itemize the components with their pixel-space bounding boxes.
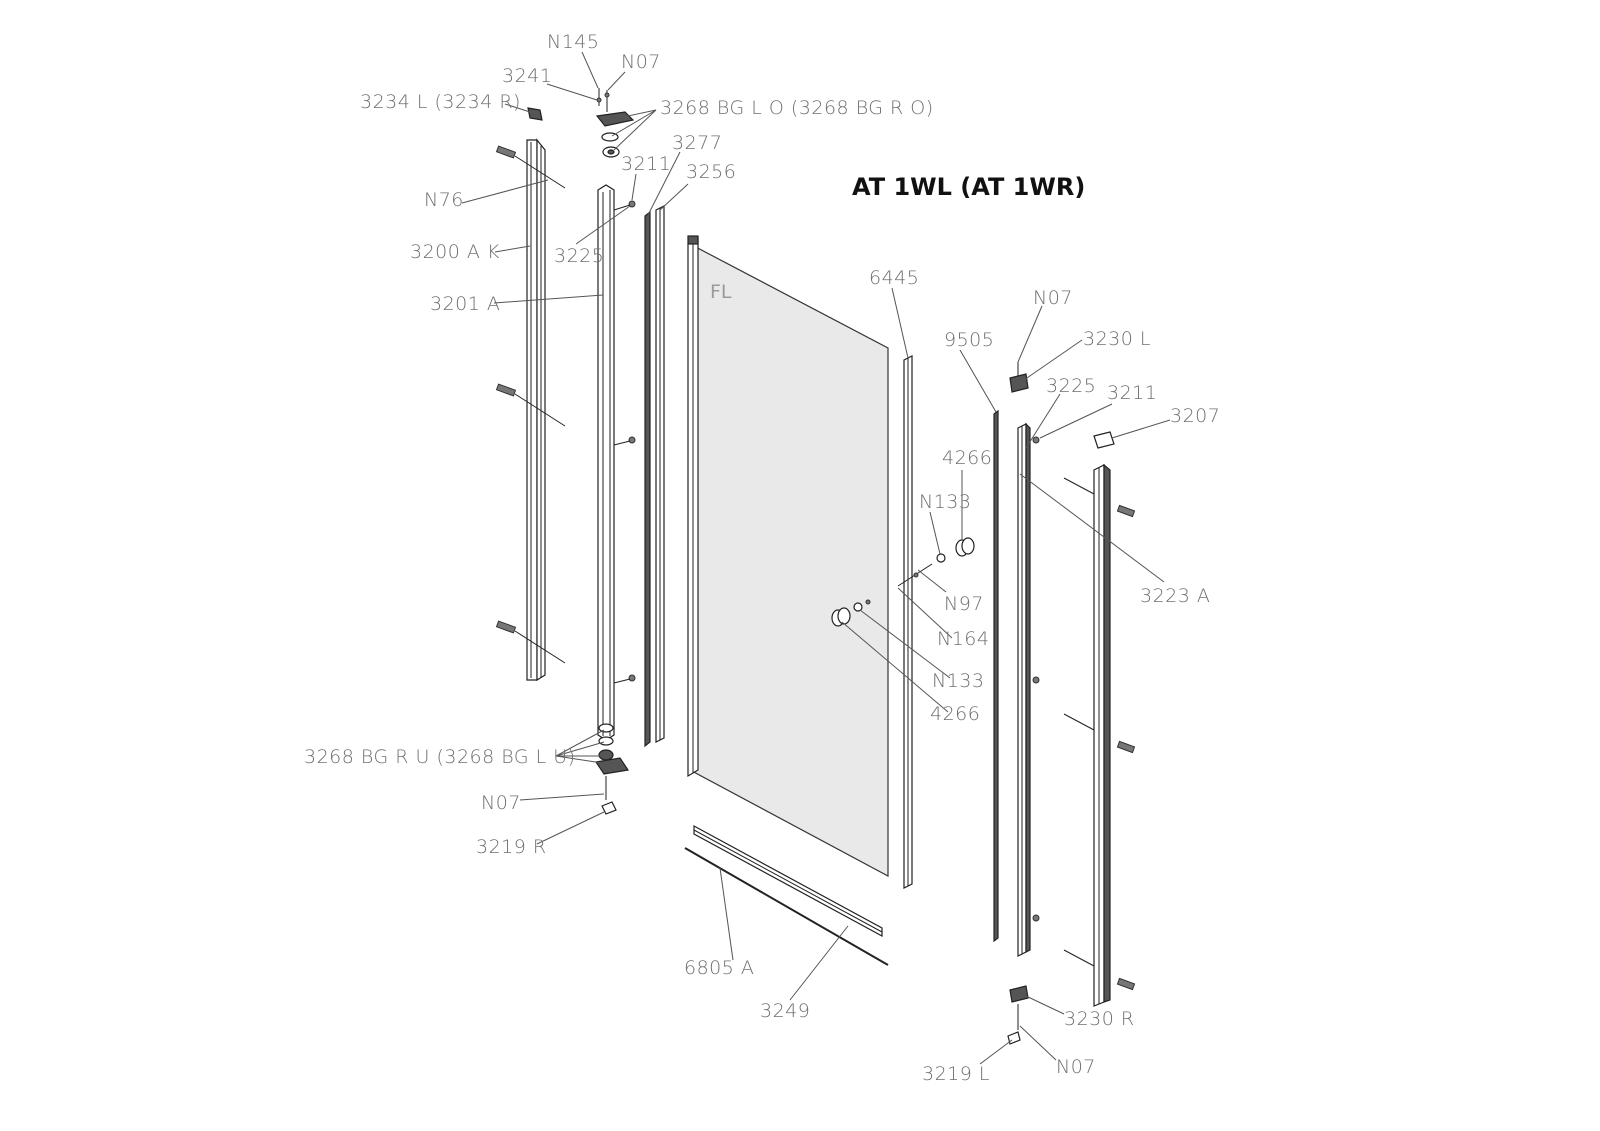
diagram-title: AT 1WL (AT 1WR) bbox=[852, 173, 1085, 201]
wall-profile-right bbox=[1093, 463, 1111, 1007]
dowel-anchors-right bbox=[1063, 477, 1136, 991]
label-3268-bottom: 3268 BG R U (3268 BG L U) bbox=[304, 746, 576, 768]
label-3268-top: 3268 BG L O (3268 BG R O) bbox=[660, 97, 934, 119]
label-n07-right: N07 bbox=[1033, 287, 1073, 309]
label-n145: N145 bbox=[547, 31, 599, 53]
label-n07-top: N07 bbox=[621, 51, 661, 73]
leader-lines bbox=[461, 51, 1171, 1065]
label-3211-left: 3211 bbox=[621, 153, 671, 175]
label-n97: N97 bbox=[944, 593, 984, 615]
hinge-profile-3201 bbox=[597, 184, 636, 741]
label-n76: N76 bbox=[424, 189, 464, 211]
drip-rail-6805 bbox=[684, 847, 889, 966]
label-n133-top: N133 bbox=[919, 491, 971, 513]
label-3223: 3223 A bbox=[1140, 585, 1210, 607]
seal-3277 bbox=[644, 210, 651, 748]
wall-profile-3200 bbox=[526, 138, 546, 682]
label-n07-left: N07 bbox=[481, 792, 521, 814]
label-n07-bottom: N07 bbox=[1056, 1056, 1096, 1078]
label-4266-bottom: 4266 bbox=[930, 703, 980, 725]
label-3207: 3207 bbox=[1170, 405, 1220, 427]
label-3211-right: 3211 bbox=[1107, 382, 1157, 404]
label-3230l: 3230 L bbox=[1083, 328, 1151, 350]
label-4266-top: 4266 bbox=[942, 447, 992, 469]
label-3277: 3277 bbox=[672, 132, 722, 154]
label-3219r: 3219 R bbox=[476, 836, 547, 858]
clamp-3230r bbox=[1007, 985, 1029, 1045]
bottom-hinge-parts bbox=[594, 723, 630, 815]
label-9505: 9505 bbox=[944, 329, 994, 351]
magnet-seal-6445 bbox=[903, 355, 913, 889]
glass-door-panel: FL bbox=[687, 235, 889, 878]
label-3249: 3249 bbox=[760, 1000, 810, 1022]
sweep-seal-3249 bbox=[693, 824, 883, 938]
label-3230r: 3230 R bbox=[1064, 1008, 1135, 1030]
dowel-anchors-n76 bbox=[495, 145, 566, 664]
handle-knobs bbox=[831, 537, 975, 627]
clamp-3230l bbox=[1009, 362, 1029, 393]
profile-3223 bbox=[1017, 422, 1040, 957]
cover-3207 bbox=[1093, 431, 1115, 449]
part-labels: N145 N07 3241 3234 L (3234 R) 3268 BG L … bbox=[304, 31, 1220, 1085]
top-hinge-parts bbox=[595, 88, 635, 158]
label-n164: N164 bbox=[937, 628, 989, 650]
label-3201: 3201 A bbox=[430, 293, 500, 315]
label-6445: 6445 bbox=[869, 267, 919, 289]
seal-3256 bbox=[655, 205, 665, 743]
label-6805: 6805 A bbox=[684, 957, 754, 979]
label-3256: 3256 bbox=[686, 161, 736, 183]
seal-9505 bbox=[993, 409, 999, 943]
label-3219l: 3219 L bbox=[922, 1063, 990, 1085]
glass-mark: FL bbox=[710, 281, 732, 303]
label-3234: 3234 L (3234 R) bbox=[360, 91, 521, 113]
end-cap-3234 bbox=[527, 107, 543, 121]
label-3225-right: 3225 bbox=[1046, 375, 1096, 397]
label-n133-bottom: N133 bbox=[932, 670, 984, 692]
label-3200: 3200 A K bbox=[410, 241, 500, 263]
label-3241: 3241 bbox=[502, 65, 552, 87]
label-3225-left: 3225 bbox=[554, 245, 604, 267]
